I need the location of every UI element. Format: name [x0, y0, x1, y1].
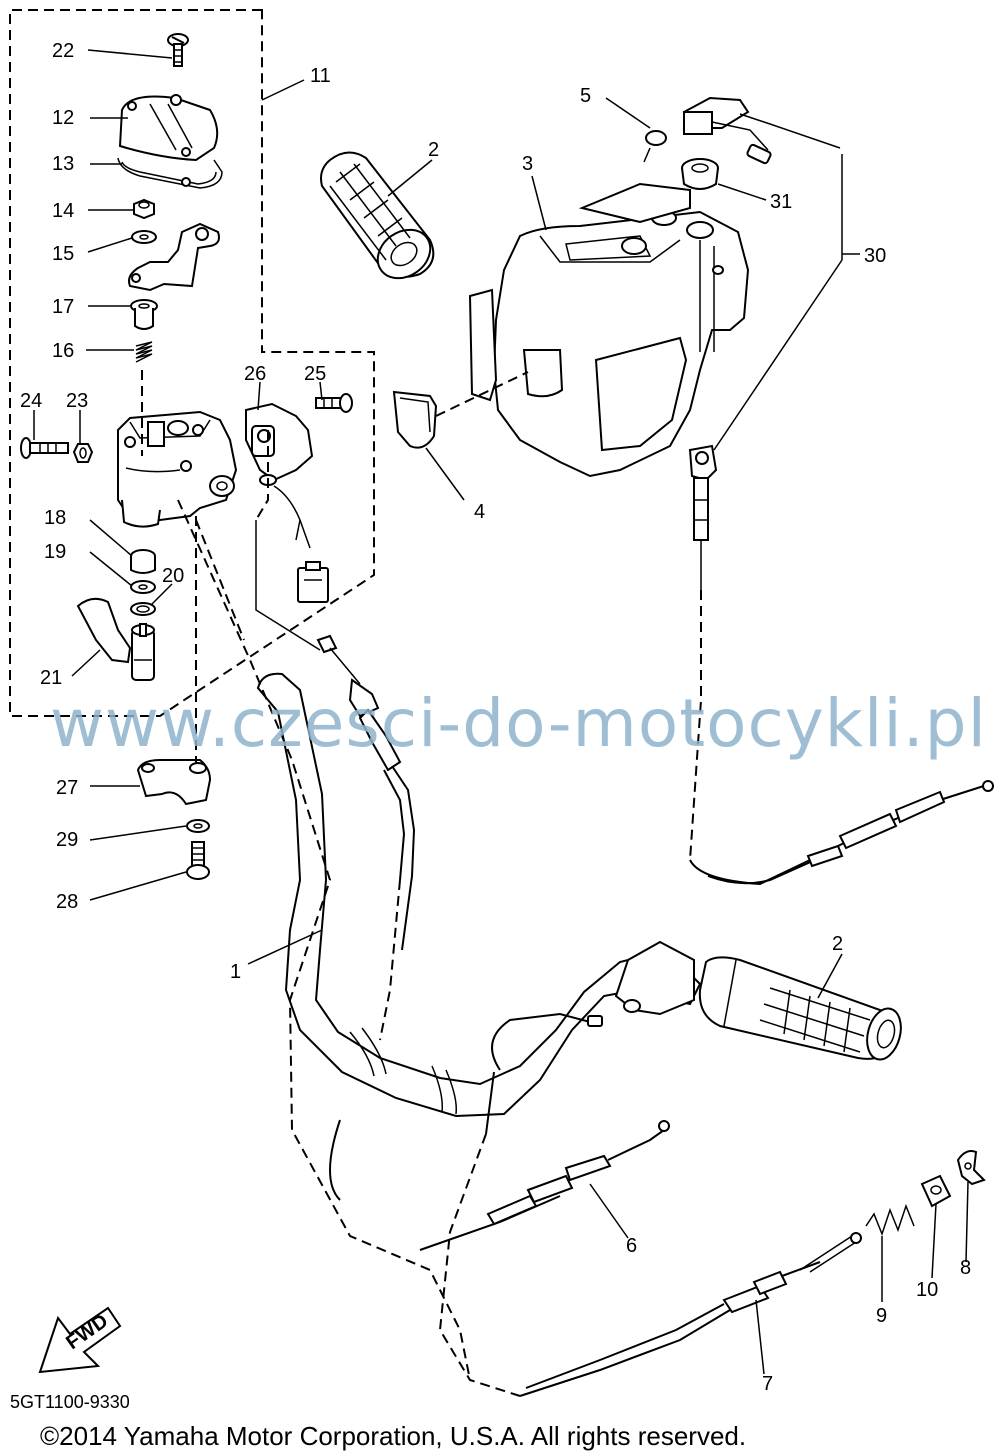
part-4-pad — [392, 390, 438, 449]
callout-13: 13 — [52, 153, 74, 175]
part-10-collar — [920, 1174, 952, 1208]
callout-26: 26 — [244, 363, 266, 385]
callout-29: 29 — [56, 829, 78, 851]
copyright: ©2014 Yamaha Motor Corporation, U.S.A. A… — [40, 1421, 746, 1451]
callout-8: 8 — [960, 1257, 971, 1279]
callout-11: 11 — [310, 65, 331, 87]
part-8-adjuster — [956, 1150, 986, 1186]
callout-14: 14 — [52, 200, 74, 222]
part-2-left-grip — [320, 151, 435, 280]
part-13-gasket — [117, 157, 223, 189]
callout-23: 23 — [66, 390, 88, 412]
part-16-spring — [135, 341, 153, 363]
part-2-right-grip — [698, 956, 902, 1061]
callout-6: 6 — [626, 1235, 637, 1257]
part-19-washer — [130, 580, 156, 594]
callout-2-right-grip: 2 — [832, 933, 843, 955]
part-9-spring — [865, 1203, 915, 1237]
assembly-leader-lines — [141, 370, 529, 1381]
callout-17: 17 — [52, 296, 74, 318]
part-27-clamp — [136, 759, 212, 806]
callout-25: 25 — [304, 363, 326, 385]
callout-31: 31 — [770, 191, 792, 213]
callout-24: 24 — [20, 390, 42, 412]
callout-21: 21 — [40, 667, 62, 689]
part-17-collar — [130, 299, 158, 330]
part-28-bolt — [186, 841, 210, 880]
callout-labels: 22 12 13 14 15 17 16 24 23 18 19 20 21 2… — [20, 40, 971, 1395]
part-3-handlebar-cover — [468, 182, 750, 478]
callout-18: 18 — [44, 507, 66, 529]
throttle-switch-housing — [117, 410, 238, 528]
part-1-handlebar — [256, 672, 702, 1118]
callout-4: 4 — [474, 501, 485, 523]
part-25-bolt — [315, 393, 353, 413]
callout-30: 30 — [864, 245, 886, 267]
part-23-nut — [72, 443, 94, 463]
right-upper-cable — [689, 780, 994, 886]
callout-1: 1 — [230, 961, 241, 983]
assembly-11-outline — [9, 9, 375, 717]
callout-7: 7 — [762, 1373, 773, 1395]
part-24-bolt — [20, 437, 69, 459]
part-21-throttle-lever — [76, 597, 155, 681]
callout-22: 22 — [52, 40, 74, 62]
callout-15: 15 — [52, 243, 74, 265]
lever-bracket — [128, 222, 220, 292]
fwd-arrow: FWD — [38, 1306, 122, 1374]
part-29-washer — [186, 819, 210, 833]
part-14-nut — [133, 198, 155, 220]
diagram-code: 5GT1100-9330 — [10, 1392, 130, 1412]
callout-20: 20 — [162, 565, 184, 587]
callout-16: 16 — [52, 340, 74, 362]
part-31-grommet — [681, 158, 719, 190]
callout-10: 10 — [916, 1279, 938, 1301]
callout-27: 27 — [56, 777, 78, 799]
callout-19: 19 — [44, 541, 66, 563]
part-7-cable — [519, 1232, 862, 1397]
callout-leaders — [33, 49, 969, 1375]
part-12-cover — [118, 94, 219, 162]
cable-switch-lead — [688, 444, 718, 861]
callout-9: 9 — [876, 1305, 887, 1327]
watermark: www.czesci-do-motocykli.pl — [50, 685, 987, 762]
part-6-cable — [329, 1012, 670, 1397]
callout-3: 3 — [522, 153, 533, 175]
callout-5: 5 — [580, 85, 591, 107]
part-18-collar — [130, 549, 156, 574]
callout-2-left-grip: 2 — [428, 139, 439, 161]
callout-28: 28 — [56, 891, 78, 913]
part-5-cap — [645, 130, 667, 146]
part-22-screw — [167, 33, 189, 67]
throttle-cable — [255, 520, 416, 1041]
part-30-switch-unit — [682, 96, 841, 165]
part-20-o-ring — [130, 602, 156, 616]
callout-12: 12 — [52, 107, 74, 129]
part-26-switch — [245, 402, 329, 603]
part-15-washer — [131, 230, 157, 244]
